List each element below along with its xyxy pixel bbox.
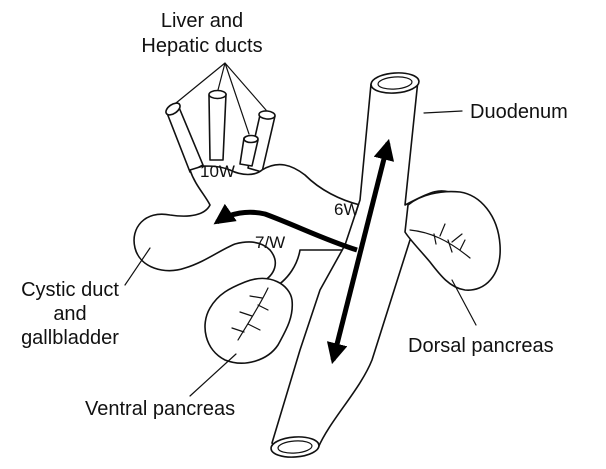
label-ventral-pancreas: Ventral pancreas [85,398,235,420]
dorsal-pancreas [405,192,500,291]
label-cystic-line3: gallbladder [21,327,119,349]
label-duodenum: Duodenum [470,101,568,123]
label-dorsal-pancreas: Dorsal pancreas [408,335,554,357]
label-6w: 6W [334,200,360,219]
label-7w: 7/W [255,233,285,252]
ventral-leader [190,354,236,396]
label-liver-line2: Hepatic ducts [141,35,262,57]
label-cystic-line1: Cystic duct [21,279,119,301]
hepatic-duct-middle [209,94,226,160]
label-cystic-line2: and [53,303,86,325]
hepatic-duct-stubs [164,91,275,173]
duodenum-leader [424,111,462,113]
ventral-pancreas [205,278,292,363]
biliary-body [134,165,360,290]
label-10w: 10W [200,162,235,181]
label-liver-line1: Liver and [161,10,243,32]
